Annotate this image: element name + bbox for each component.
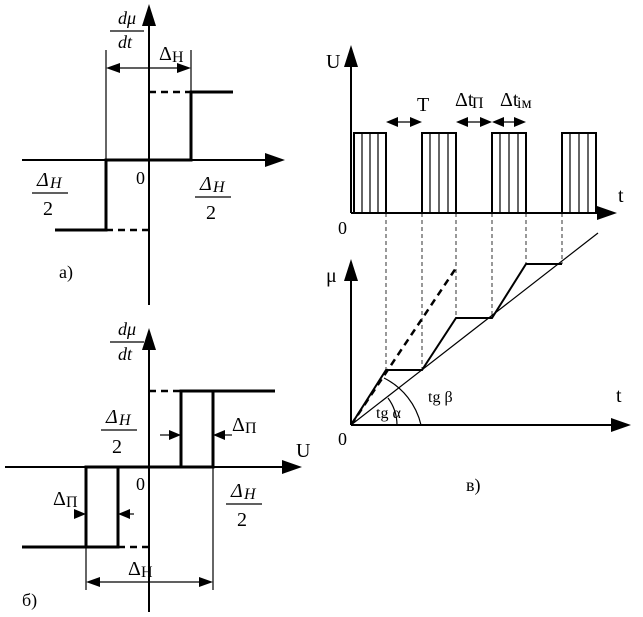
panel-b-frac-right-num: Δ [230, 480, 243, 502]
panel-a-y-arrow [142, 4, 156, 26]
panel-a-ylabel-den: dt [118, 32, 133, 52]
period-dim-arrow-right [410, 117, 422, 127]
panel-v-top-x-arrow [597, 206, 617, 220]
panel-b-y-arrow [142, 328, 156, 350]
pulse-packet-1 [353, 132, 387, 214]
pulse-packet-4 [561, 132, 597, 214]
panel-b: dμ dt U 0 Δ Н 2 Δ Н 2 Δ П Δ П [5, 319, 311, 612]
panel-b-frac-right-sub: Н [243, 486, 257, 503]
panel-b-dim-arrow-left [86, 577, 100, 587]
dtp-dim-arrow-left [456, 117, 468, 127]
dtim-dim-arrow-left [492, 117, 504, 127]
panel-a-right-frac-den: 2 [206, 202, 216, 224]
panel-v-origin-bottom: 0 [338, 429, 347, 449]
panel-a-dim-arrow-left [106, 63, 120, 73]
panel-b-delta-h: Δ [128, 558, 141, 580]
dtp-label-sub: П [472, 95, 484, 112]
panel-a-origin: 0 [136, 168, 145, 188]
panel-a-x-arrow [265, 153, 285, 167]
dtim-label-sub: ім [517, 95, 532, 112]
panel-b-delta-h-sub: Н [141, 564, 153, 581]
projection-lines [385, 213, 563, 370]
alpha-arc [387, 397, 398, 426]
panel-b-delta-p-left-sub: П [66, 494, 78, 511]
panel-b-delta-p-right-sub: П [245, 420, 257, 437]
dtim-dim-arrow-right [514, 117, 526, 127]
panel-v-top-y-arrow [344, 45, 358, 67]
panel-v-t-label-top: t [618, 185, 624, 207]
panel-b-left-loop [86, 467, 120, 549]
panel-b-origin: 0 [136, 474, 145, 494]
panel-a-right-frac-sub: Н [212, 179, 226, 196]
panel-b-dp-left-arrow-r [118, 509, 130, 519]
period-label: T [417, 94, 429, 116]
mu-staircase [350, 263, 562, 426]
steep-slope-line [349, 267, 458, 426]
panel-a-curve [55, 90, 233, 232]
panel-b-left-outer [22, 465, 118, 549]
avg-slope-line [350, 232, 599, 426]
panel-b-ylabel-den: dt [118, 344, 133, 364]
tg-alpha-label: tg α [376, 405, 401, 422]
panel-a: dμ dt Δ Н 0 Δ Н 2 Δ Н 2 а) [22, 4, 285, 305]
panel-b-ylabel-num: dμ [118, 319, 136, 339]
panel-v-bottom-y-arrow [344, 259, 358, 281]
panel-b-frac-top-den: 2 [112, 436, 122, 458]
panel-b-frac-top-num: Δ [105, 406, 118, 428]
panel-b-delta-p-left: Δ [53, 488, 66, 510]
panel-a-dim-arrow-right [177, 63, 191, 73]
panel-v-caption: в) [466, 475, 481, 496]
panel-b-frac-top-sub: Н [118, 412, 132, 429]
panel-a-left-frac-den: 2 [43, 198, 53, 220]
panel-a-delta-h: Δ [159, 43, 172, 65]
panel-a-ylabel-num: dμ [118, 8, 136, 28]
panel-b-dp-left-arrow-l [74, 509, 86, 519]
panel-b-right-loop [118, 389, 215, 469]
panel-b-xlabel: U [296, 440, 311, 462]
dtim-label: Δt [500, 89, 519, 111]
panel-v-bottom-x-arrow [611, 418, 631, 432]
panel-v-top: U t 0 T [326, 45, 624, 238]
tg-beta-label: tg β [428, 389, 453, 406]
panel-b-dp-right-arrow-r [213, 430, 225, 440]
panel-v-mu-label: μ [326, 265, 337, 287]
panel-b-caption: б) [22, 590, 37, 611]
panel-b-delta-p-right: Δ [232, 414, 245, 436]
dtp-dim-arrow-right [480, 117, 492, 127]
panel-v-origin-top: 0 [338, 218, 347, 238]
panel-v-bottom: μ t 0 tg α tg β в) [326, 232, 631, 496]
pulse-packet-3 [491, 132, 527, 214]
panel-b-x-arrow [282, 460, 302, 474]
panel-a-caption: а) [59, 262, 73, 283]
panel-b-dim-arrow-right [199, 577, 213, 587]
panel-a-left-frac-num: Δ [36, 169, 49, 191]
panel-b-dp-right-arrow-l [169, 430, 181, 440]
panel-b-frac-right-den: 2 [237, 509, 247, 531]
panel-v-u-label: U [326, 51, 341, 73]
period-dim-arrow-left [386, 117, 398, 127]
pulse-packet-2 [421, 132, 457, 214]
panel-a-right-frac-num: Δ [199, 173, 212, 195]
panel-a-delta-h-sub: Н [172, 49, 184, 66]
panel-a-left-frac-sub: Н [49, 175, 63, 192]
dtp-label: Δt [455, 89, 474, 111]
beta-arc [383, 377, 422, 426]
panel-v-t-label-bottom: t [616, 385, 622, 407]
